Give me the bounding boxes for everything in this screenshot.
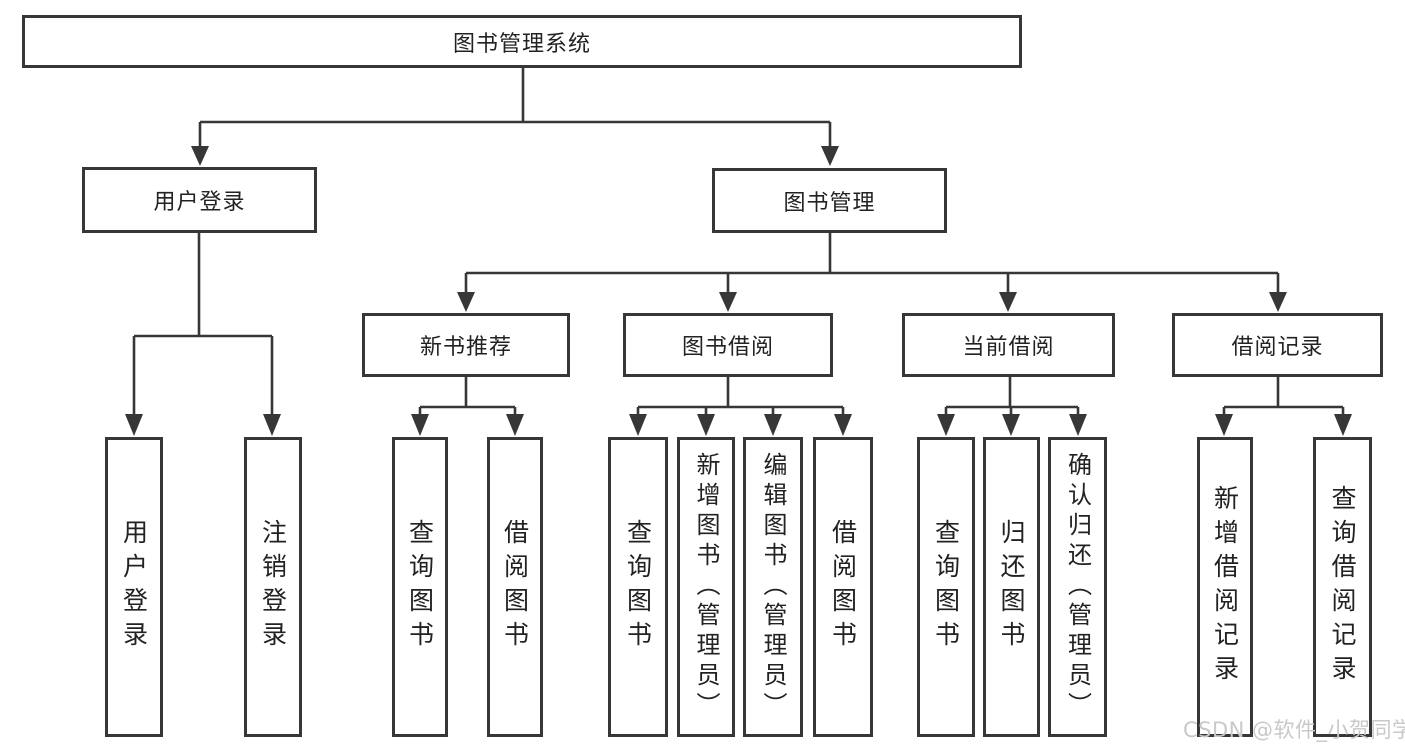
arrowhead-book-mgmt <box>821 146 839 166</box>
arrowhead-nb-query <box>411 414 429 436</box>
arrowhead-bb-edit <box>764 414 782 436</box>
node-new-book-recommend: 新书推荐 <box>362 313 570 377</box>
arrowhead-br-query <box>1334 414 1352 436</box>
csdn-watermark: CSDN @软件_小贺同学 <box>1183 718 1405 742</box>
leaf-query-books: 查询图书 <box>917 437 975 737</box>
node-book-borrowing: 图书借阅 <box>623 313 833 377</box>
arrowhead-user-login <box>191 146 209 166</box>
node-root-title: 图书管理系统 <box>22 15 1022 68</box>
arrowhead-cb-return <box>1002 414 1020 436</box>
arrowhead-bb-borrow <box>834 414 852 436</box>
leaf-logout: 注销登录 <box>244 437 302 737</box>
leaf-user-login: 用户登录 <box>105 437 163 737</box>
leaf-confirm-return-admin: 确认归还（管理员） <box>1048 437 1107 737</box>
leaf-add-books-admin: 新增图书（管理员） <box>677 437 735 737</box>
leaf-borrow-books: 借阅图书 <box>487 437 543 737</box>
arrowheads <box>125 146 1352 436</box>
arrowhead-bb-add <box>697 414 715 436</box>
node-user-login: 用户登录 <box>82 167 317 233</box>
arrowhead-login <box>125 414 143 436</box>
arrowhead-logout <box>263 414 281 436</box>
leaf-query-books: 查询图书 <box>608 437 668 737</box>
arrowhead-cb-query <box>937 414 955 436</box>
leaf-query-borrow-record: 查询借阅记录 <box>1313 437 1372 737</box>
arrowhead-bb-query <box>629 414 647 436</box>
arrowhead-new-books <box>457 292 475 312</box>
leaf-borrow-books: 借阅图书 <box>813 437 873 737</box>
arrowhead-borrow-records <box>1269 292 1287 312</box>
arrowhead-cb-confirm <box>1069 414 1087 436</box>
leaf-add-borrow-record: 新增借阅记录 <box>1197 437 1253 737</box>
arrowhead-book-borrow <box>719 292 737 312</box>
leaf-edit-books-admin: 编辑图书（管理员） <box>743 437 803 737</box>
arrowhead-br-add <box>1215 414 1233 436</box>
leaf-return-books: 归还图书 <box>983 437 1040 737</box>
arrowhead-current-borrow <box>999 292 1017 312</box>
arrowhead-nb-borrow <box>506 414 524 436</box>
node-borrowing-records: 借阅记录 <box>1172 313 1383 377</box>
leaf-query-books: 查询图书 <box>392 437 448 737</box>
node-book-management: 图书管理 <box>712 168 947 233</box>
node-current-borrowing: 当前借阅 <box>902 313 1115 377</box>
